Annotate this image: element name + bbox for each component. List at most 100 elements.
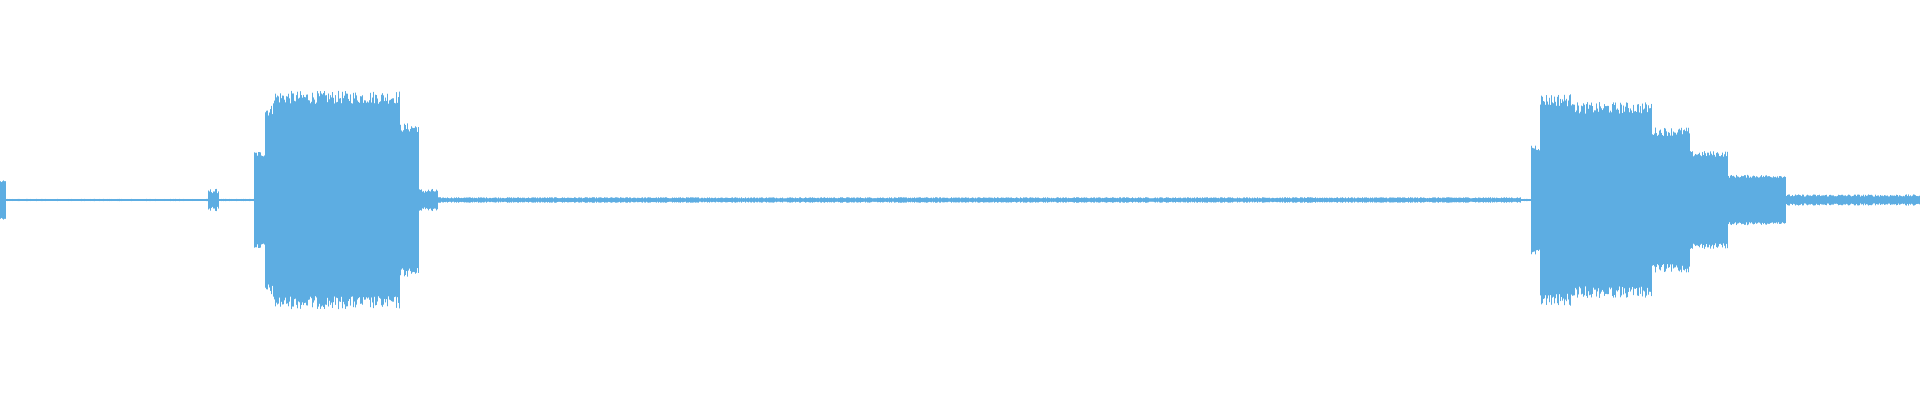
waveform-sample: [1694, 155, 1695, 245]
waveform-sample: [606, 197, 607, 203]
waveform-sample: [243, 198, 244, 202]
waveform-sample: [706, 198, 707, 202]
waveform-sample: [500, 197, 501, 203]
waveform-sample: [1071, 198, 1072, 202]
waveform-sample: [1839, 195, 1840, 205]
waveform-sample: [229, 198, 230, 202]
waveform-sample: [1015, 197, 1016, 203]
waveform-sample: [753, 197, 754, 203]
waveform-sample: [103, 198, 104, 202]
waveform-sample: [849, 197, 850, 203]
waveform-sample: [364, 100, 365, 300]
waveform-sample: [1257, 197, 1258, 203]
waveform-sample: [466, 197, 467, 203]
waveform-sample: [330, 95, 331, 305]
waveform-sample: [165, 199, 166, 201]
waveform-sample: [806, 197, 807, 203]
waveform-sample: [39, 199, 40, 201]
waveform-sample: [1589, 104, 1590, 296]
waveform-sample: [741, 197, 742, 203]
waveform-sample: [1328, 198, 1329, 202]
waveform-sample: [1224, 197, 1225, 203]
waveform-sample: [1621, 104, 1622, 296]
waveform-sample: [559, 198, 560, 202]
waveform-sample: [1481, 198, 1482, 202]
waveform-sample: [993, 198, 994, 202]
waveform-sample: [788, 197, 789, 203]
waveform-sample: [1068, 197, 1069, 203]
waveform-sample: [259, 152, 260, 248]
waveform-sample: [1282, 197, 1283, 203]
waveform-sample: [270, 109, 271, 291]
waveform-sample: [858, 197, 859, 203]
waveform-sample: [833, 197, 834, 203]
waveform-sample: [499, 198, 500, 202]
waveform-sample: [1417, 197, 1418, 203]
waveform-sample: [170, 198, 171, 202]
waveform-sample: [657, 198, 658, 202]
waveform-sample: [863, 198, 864, 202]
waveform-sample: [970, 198, 971, 202]
waveform-sample: [166, 199, 167, 201]
waveform-sample: [1206, 197, 1207, 203]
waveform-sample: [1008, 197, 1009, 203]
waveform-sample: [1179, 197, 1180, 203]
waveform-sample: [900, 197, 901, 203]
waveform-sample: [821, 197, 822, 203]
waveform-sample: [362, 95, 363, 305]
waveform-sample: [184, 199, 185, 201]
waveform-sample: [903, 197, 904, 203]
waveform-sample: [292, 93, 293, 307]
waveform-sample: [244, 199, 245, 201]
waveform-sample: [544, 197, 545, 203]
waveform-sample: [809, 197, 810, 203]
waveform-sample: [198, 199, 199, 201]
waveform-sample: [133, 199, 134, 201]
waveform-sample: [1846, 196, 1847, 204]
waveform-sample: [1727, 151, 1728, 249]
waveform-sample: [1820, 196, 1821, 204]
waveform-sample: [1875, 194, 1876, 206]
waveform-sample: [69, 199, 70, 201]
waveform-sample: [1089, 198, 1090, 202]
waveform-sample: [151, 199, 152, 201]
waveform-sample: [178, 199, 179, 201]
waveform-sample: [1057, 197, 1058, 203]
waveform-sample: [263, 156, 264, 244]
waveform-sample: [260, 152, 261, 248]
waveform-sample: [1669, 132, 1670, 268]
waveform-sample: [541, 198, 542, 202]
waveform-sample: [812, 197, 813, 203]
waveform-sample: [1199, 197, 1200, 203]
waveform-sample: [200, 199, 201, 201]
waveform-sample: [617, 197, 618, 203]
waveform-sample: [85, 199, 86, 201]
waveform-sample: [963, 197, 964, 203]
waveform-sample: [1028, 198, 1029, 202]
waveform-sample: [302, 97, 303, 303]
waveform-sample: [747, 197, 748, 203]
waveform-sample: [285, 102, 286, 298]
waveform-sample: [1334, 197, 1335, 203]
waveform-sample: [825, 197, 826, 203]
waveform-sample: [1245, 198, 1246, 202]
waveform-sample: [1807, 194, 1808, 206]
waveform-sample: [214, 191, 215, 209]
waveform-sample: [41, 198, 42, 202]
waveform-sample: [134, 199, 135, 201]
waveform-sample: [990, 197, 991, 203]
waveform-sample: [203, 199, 204, 201]
waveform-sample: [24, 199, 25, 201]
waveform-sample: [1230, 197, 1231, 203]
waveform-sample: [1035, 197, 1036, 203]
waveform-sample: [275, 93, 276, 307]
waveform-sample: [124, 199, 125, 201]
waveform-sample: [72, 199, 73, 201]
waveform-sample: [1587, 102, 1588, 298]
waveform-sample: [1895, 195, 1896, 205]
waveform-sample: [488, 198, 489, 202]
waveform-sample: [114, 199, 115, 201]
waveform-sample: [586, 197, 587, 203]
